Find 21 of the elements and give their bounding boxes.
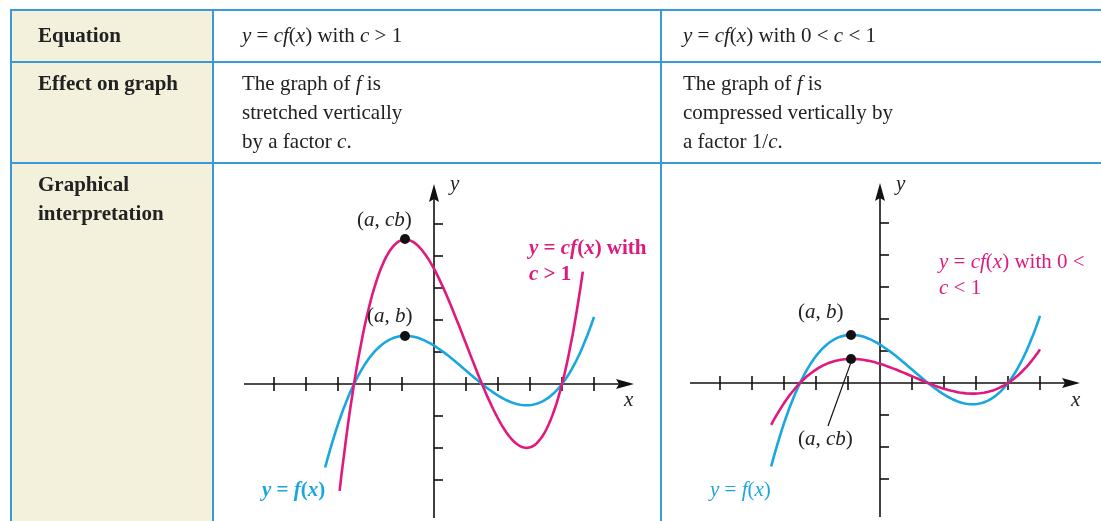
description-text: The graph of f is compressed vertically by a factor 1/c. bbox=[683, 70, 894, 155]
axis-label: (a, b) bbox=[798, 298, 844, 324]
axis-label: y bbox=[450, 170, 460, 196]
curve-label: y = f(x) bbox=[710, 476, 771, 502]
axis-label: x bbox=[624, 386, 634, 412]
equation-text: y = cf(x) with c > 1 bbox=[242, 22, 404, 49]
axis-label: (a, cb) bbox=[357, 206, 412, 232]
point-marker bbox=[846, 353, 857, 364]
equation-text: y = cf(x) with 0 < c < 1 bbox=[683, 22, 877, 49]
row-header: Equation bbox=[38, 22, 122, 49]
row-header: Graphical interpretation bbox=[38, 171, 165, 227]
axis-label: y bbox=[896, 170, 906, 196]
curve-label: y = cf(x) with 0 < c < 1 bbox=[939, 248, 1086, 300]
curve-label: y = f(x) bbox=[262, 476, 326, 502]
curve-label: y = cf(x) with c > 1 bbox=[529, 234, 648, 286]
point-label: (a, cb) bbox=[798, 426, 853, 450]
row-header: Effect on graph bbox=[38, 70, 178, 97]
axis-label: x bbox=[1071, 386, 1081, 412]
axis-label: (a, b) bbox=[367, 302, 413, 328]
description-text: The graph of f is stretched vertically by a factor c. bbox=[242, 70, 404, 155]
leader-line bbox=[827, 363, 851, 427]
